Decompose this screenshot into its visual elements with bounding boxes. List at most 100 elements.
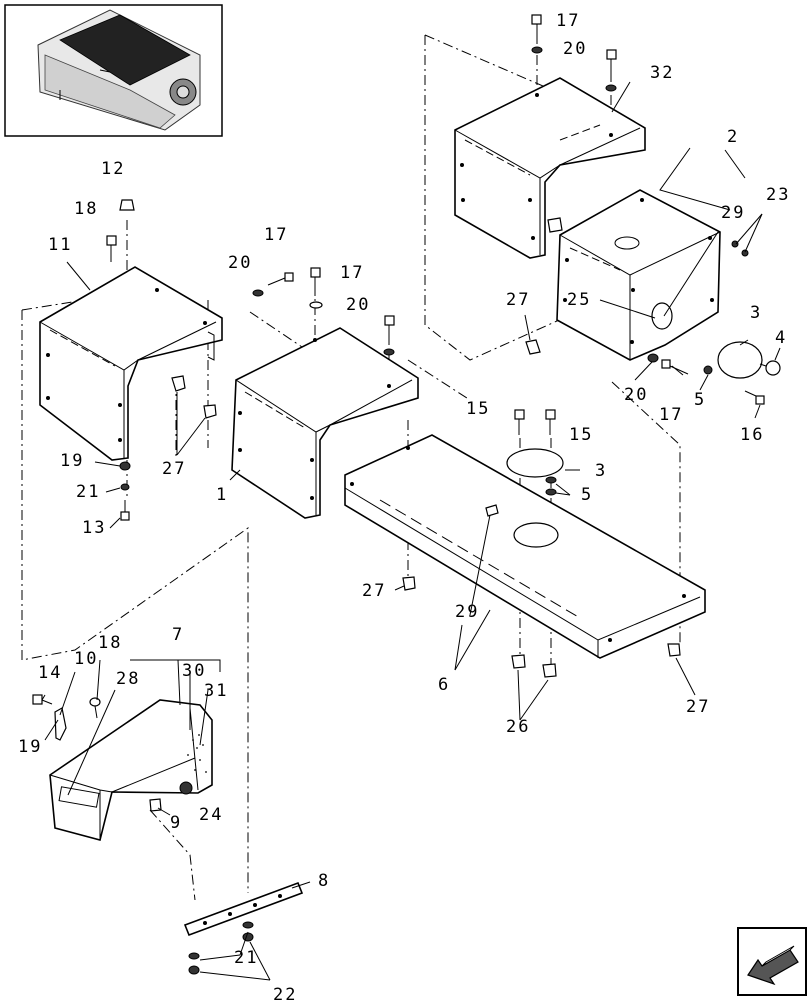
label-20-right: 20	[624, 385, 648, 405]
nut-19-icon	[119, 461, 131, 471]
cover-disc-3-icon	[717, 341, 763, 379]
clip-27-top-icon	[547, 217, 563, 233]
label-25: 25	[567, 290, 591, 310]
label-13: 13	[82, 518, 106, 538]
left-cover-11[interactable]	[39, 266, 223, 461]
label-30: 30	[182, 661, 206, 681]
housing-box-2[interactable]	[556, 189, 721, 361]
label-29-mid: 29	[455, 602, 479, 622]
bolt-15-a-icon	[514, 409, 525, 435]
label-27-mid: 27	[362, 581, 386, 601]
mounting-bar-8[interactable]	[183, 881, 304, 937]
bolt-23-b-icon	[741, 249, 749, 257]
bolt-17-right-icon	[661, 359, 689, 375]
label-27-left: 27	[162, 459, 186, 479]
label-11: 11	[48, 235, 72, 255]
bolt-20-top-right-icon	[606, 49, 617, 82]
washer-20-top-icon	[531, 46, 543, 54]
label-4: 4	[775, 328, 787, 348]
label-21-lower: 21	[234, 948, 258, 968]
clip-27-a-icon	[171, 375, 186, 392]
bolt-15-b-icon	[545, 409, 556, 435]
bolt-13-icon	[120, 500, 130, 521]
nut-5-right-icon	[703, 365, 713, 375]
label-27-top: 27	[506, 290, 530, 310]
bolt-16-icon	[744, 390, 765, 405]
stipple-area-31	[187, 734, 207, 773]
washer-20-mid-icon	[252, 289, 264, 297]
nut-5-b-icon	[545, 488, 557, 496]
label-26: 26	[506, 717, 530, 737]
clip-27-b-icon	[203, 404, 217, 419]
cap-12-icon	[119, 199, 135, 211]
bolt-17-mid-icon	[267, 272, 294, 286]
overview-thumbnail[interactable]	[4, 4, 223, 137]
washer-20-mid2-icon	[309, 301, 323, 309]
washer-20-right-icon	[647, 353, 659, 363]
label-29-right: 29	[721, 203, 745, 223]
hardware	[32, 14, 781, 975]
washer-20-mid3-icon	[383, 348, 395, 356]
label-19-lower: 19	[18, 737, 42, 757]
nut-22-a-icon	[242, 932, 254, 942]
clip-26-b-icon	[542, 663, 557, 678]
label-5-right: 5	[694, 390, 706, 410]
label-17: 17	[556, 11, 580, 31]
bolt-17-top-icon	[531, 14, 542, 44]
label-21-top: 21	[76, 482, 100, 502]
bolt-17-mid2-icon	[310, 267, 321, 296]
clip-26-a-icon	[511, 654, 526, 669]
label-5-mid: 5	[581, 485, 593, 505]
leader-lines	[41, 81, 781, 981]
label-17-right: 17	[659, 405, 683, 425]
label-16: 16	[740, 425, 764, 445]
washer-21-lower-icon	[242, 921, 254, 929]
fender-assembly-7[interactable]	[49, 699, 213, 841]
label-20: 20	[563, 39, 587, 59]
top-cover-32[interactable]	[454, 77, 646, 259]
knob-4-icon	[759, 360, 781, 376]
label-24: 24	[199, 805, 223, 825]
bolt-17-mid3-icon	[384, 315, 395, 345]
washer-32-icon	[605, 84, 617, 92]
label-3-mid: 3	[595, 461, 607, 481]
label-3-right: 3	[750, 303, 762, 323]
label-14: 14	[38, 663, 62, 683]
pin-10-icon	[54, 707, 67, 741]
label-20-mid2: 20	[346, 295, 370, 315]
label-28: 28	[116, 669, 140, 689]
washer-21-icon	[120, 483, 130, 491]
label-20-mid-left: 20	[228, 253, 252, 273]
previous-page-arrow-icon[interactable]	[737, 927, 807, 996]
label-32: 32	[650, 63, 674, 83]
label-31: 31	[204, 681, 228, 701]
bolt-23-a-icon	[731, 240, 739, 248]
label-12: 12	[101, 159, 125, 179]
middle-cover-1[interactable]	[231, 327, 419, 519]
clip-27-e-icon	[667, 643, 681, 657]
bolt-18-fender-icon	[89, 697, 101, 719]
nut-22-b-icon	[188, 965, 200, 975]
part-labels: 17 20 32 2 23 29 27 25 3 4 20 17 5 16 15…	[18, 11, 790, 1004]
washer-21-lower2-icon	[188, 952, 200, 960]
label-23: 23	[766, 185, 790, 205]
label-18-top: 18	[74, 199, 98, 219]
label-7: 7	[172, 625, 184, 645]
label-15-a: 15	[466, 399, 490, 419]
label-17-mid: 17	[264, 225, 288, 245]
bolt-18-left-icon	[106, 235, 117, 262]
label-1: 1	[216, 485, 228, 505]
label-18-lower: 18	[98, 633, 122, 653]
long-panel-6[interactable]	[344, 434, 706, 659]
clip-27-d-icon	[402, 576, 416, 591]
label-19-top: 19	[60, 451, 84, 471]
label-22: 22	[273, 985, 297, 1000]
label-15-b: 15	[569, 425, 593, 445]
clip-27-c-icon	[525, 339, 541, 355]
label-17-mid2: 17	[340, 263, 364, 283]
label-9: 9	[170, 813, 182, 833]
label-8: 8	[318, 871, 330, 891]
nut-5-a-icon	[545, 476, 557, 484]
label-27-lower-right: 27	[686, 697, 710, 717]
